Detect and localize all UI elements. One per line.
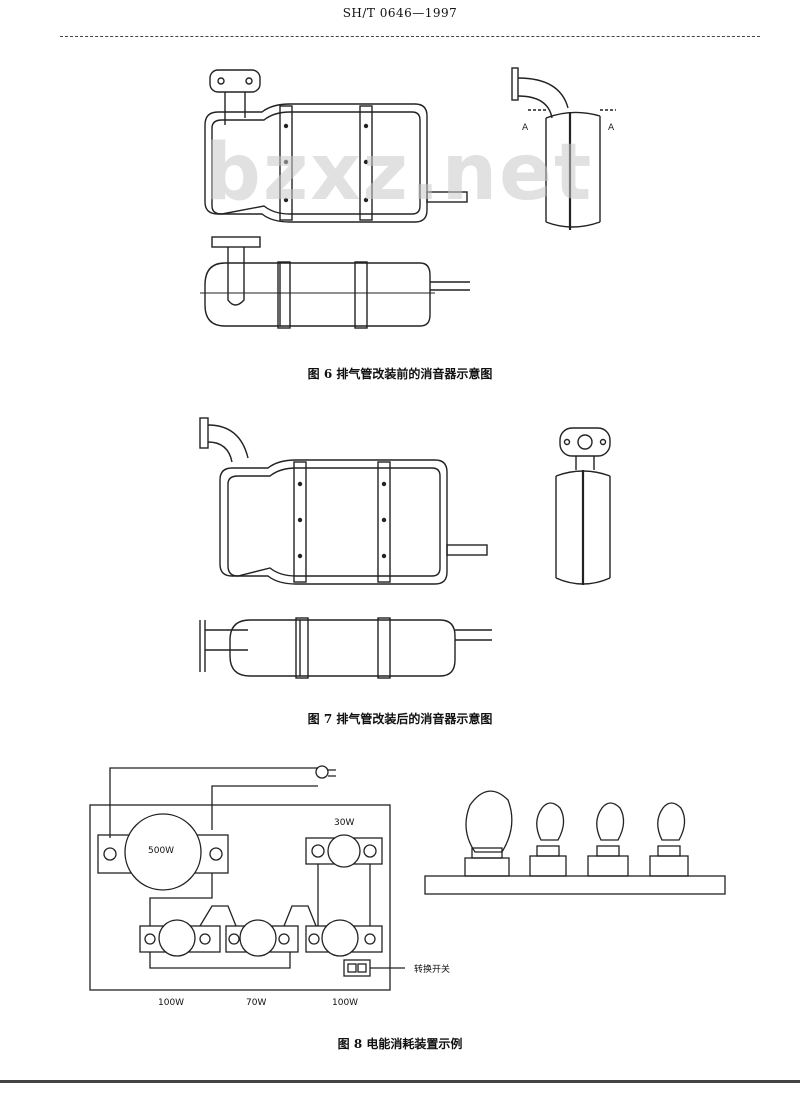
figure-8-caption: 图 8 电能消耗装置示例 xyxy=(337,1037,463,1051)
fig6-flange xyxy=(209,69,261,93)
section-mark-left: A xyxy=(522,123,529,133)
fig8-bulb-500w xyxy=(124,813,202,891)
label-bottom-2: 70W xyxy=(246,998,267,1008)
header-rule xyxy=(60,36,760,37)
fig8-panel xyxy=(89,804,391,991)
label-bottom-1: 100W xyxy=(158,998,185,1008)
label-30w: 30W xyxy=(334,818,355,828)
section-mark-right: A xyxy=(608,123,615,133)
switch-label: 转换开关 xyxy=(414,965,451,975)
label-bottom-3: 100W xyxy=(332,998,359,1008)
figure-6-caption: 图 6 排气管改装前的消音器示意图 xyxy=(307,367,493,381)
watermark: bzxz.net xyxy=(205,128,594,218)
standard-number: SH/T 0646—1997 xyxy=(342,6,458,20)
fig8-base-board xyxy=(424,875,726,895)
figure-7-caption: 图 7 排气管改装后的消音器示意图 xyxy=(307,712,493,726)
fig7-muffler-outer xyxy=(219,459,448,585)
label-500w: 500W xyxy=(148,846,175,856)
fig8-bulb-30w xyxy=(327,834,361,868)
footer-rule xyxy=(0,1080,800,1083)
